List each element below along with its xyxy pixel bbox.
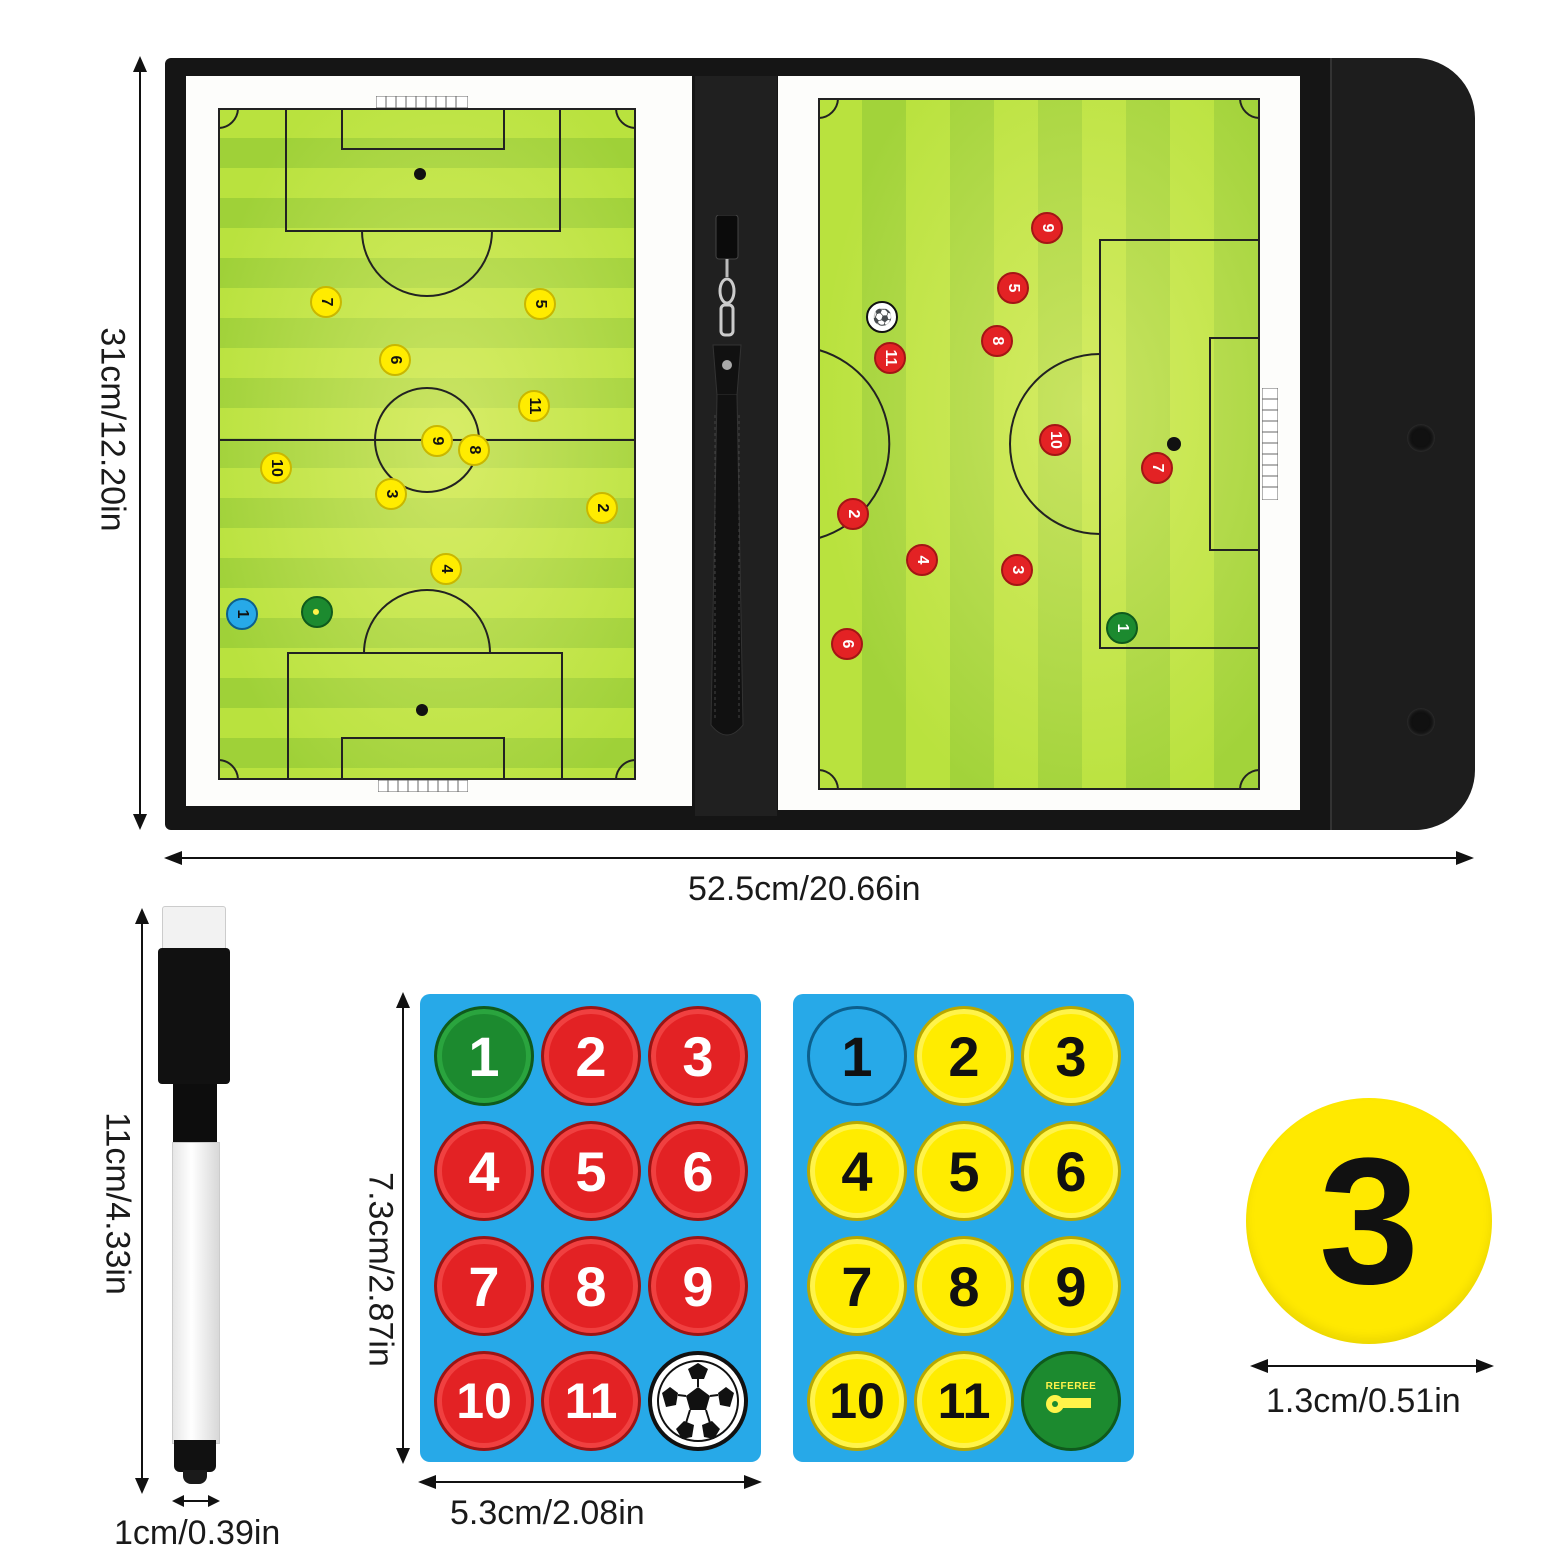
magnet-red-team-3[interactable]: 3 bbox=[648, 1006, 748, 1106]
magnet-yellow-team-1[interactable]: 1 bbox=[807, 1006, 907, 1106]
magnet-red-team-9[interactable]: 9 bbox=[648, 1236, 748, 1336]
right-board-disc[interactable]: 8 bbox=[981, 325, 1013, 357]
magnet-red-team-1[interactable]: 1 bbox=[434, 1006, 534, 1106]
single-magnet-closeup: 3 bbox=[1246, 1098, 1492, 1344]
magnet-yellow-team-5[interactable]: 5 bbox=[914, 1121, 1014, 1221]
magnet-yellow-team-8[interactable]: 8 bbox=[914, 1236, 1014, 1336]
magnet-diameter-line bbox=[1256, 1365, 1488, 1367]
pen-cap bbox=[158, 948, 230, 1084]
magnet-yellow-team-2[interactable]: 2 bbox=[914, 1006, 1014, 1106]
arrow-right-icon bbox=[1456, 851, 1474, 865]
magnet-red-team-11[interactable]: 11 bbox=[541, 1351, 641, 1451]
arrow-left-icon bbox=[418, 1475, 436, 1489]
magnet-red-team-5[interactable]: 5 bbox=[541, 1121, 641, 1221]
red-team-magnet-sheet: 1 2 3 4 5 6 7 8 9 10 11 bbox=[420, 994, 761, 1462]
right-board-disc[interactable]: 6 bbox=[831, 628, 863, 660]
magnet-yellow-team-7[interactable]: 7 bbox=[807, 1236, 907, 1336]
magnet-yellow-team-11[interactable]: 11 bbox=[914, 1351, 1014, 1451]
left-board-disc[interactable]: 6 bbox=[379, 344, 411, 376]
pen-width-line bbox=[176, 1500, 216, 1502]
arrow-up-icon bbox=[135, 908, 149, 924]
pen-length-line bbox=[141, 914, 143, 1490]
board-width-line bbox=[170, 857, 1468, 859]
pen-width-label: 1cm/0.39in bbox=[114, 1514, 281, 1552]
folder-closing-flap bbox=[1330, 58, 1475, 830]
pen-nib bbox=[183, 1470, 207, 1484]
right-board-disc[interactable]: 2 bbox=[837, 498, 869, 530]
magnet-red-team-8[interactable]: 8 bbox=[541, 1236, 641, 1336]
arrow-left-icon bbox=[172, 1495, 184, 1507]
left-board-disc[interactable]: 7 bbox=[310, 286, 342, 318]
arrow-down-icon bbox=[133, 814, 147, 830]
right-board-disc[interactable]: 9 bbox=[1031, 212, 1063, 244]
board-height-label: 31cm/12.20in bbox=[93, 327, 132, 532]
arrow-up-icon bbox=[133, 56, 147, 72]
arrow-right-icon bbox=[744, 1475, 762, 1489]
soccer-ball-icon: ⚽ bbox=[873, 307, 890, 327]
right-board-disc[interactable]: 7 bbox=[1141, 452, 1173, 484]
referee-label: REFEREE bbox=[1045, 1380, 1097, 1392]
pen-body bbox=[172, 1142, 220, 1444]
sheet-width-label: 5.3cm/2.08in bbox=[450, 1494, 645, 1532]
pen-neck bbox=[173, 1084, 217, 1144]
wrist-strap bbox=[710, 215, 744, 736]
magnet-yellow-team-10[interactable]: 10 bbox=[807, 1351, 907, 1451]
magnet-red-team-10[interactable]: 10 bbox=[434, 1351, 534, 1451]
left-bottom-goal-net bbox=[378, 780, 468, 792]
sheet-height-label: 7.3cm/2.87in bbox=[361, 1172, 400, 1367]
pen-eraser-felt bbox=[162, 906, 226, 952]
pen-length-label: 11cm/4.33in bbox=[98, 1112, 137, 1295]
magnet-red-team-7[interactable]: 7 bbox=[434, 1236, 534, 1336]
magnet-red-team-2[interactable]: 2 bbox=[541, 1006, 641, 1106]
pen-tip bbox=[174, 1440, 216, 1472]
arrow-right-icon bbox=[208, 1495, 220, 1507]
left-board-disc-goalkeeper[interactable]: 1 bbox=[226, 598, 258, 630]
magnet-yellow-team-3[interactable]: 3 bbox=[1021, 1006, 1121, 1106]
flap-magnet-snap-top bbox=[1407, 424, 1435, 452]
right-board-ball[interactable]: ⚽ bbox=[866, 301, 898, 333]
magnet-referee[interactable]: REFEREE bbox=[1021, 1351, 1121, 1451]
arrow-down-icon bbox=[396, 1448, 410, 1464]
right-goal-net bbox=[1262, 388, 1278, 500]
right-board-disc[interactable]: 10 bbox=[1039, 424, 1071, 456]
left-board-disc[interactable]: 5 bbox=[524, 288, 556, 320]
left-board-disc[interactable]: 2 bbox=[586, 492, 618, 524]
magnet-ball[interactable] bbox=[648, 1351, 748, 1451]
left-board-disc[interactable]: 8 bbox=[458, 434, 490, 466]
left-board-disc[interactable]: 3 bbox=[375, 478, 407, 510]
left-board-disc-referee[interactable]: ● bbox=[301, 596, 333, 628]
arrow-down-icon bbox=[135, 1478, 149, 1494]
right-board-disc[interactable]: 3 bbox=[1001, 554, 1033, 586]
sheet-height-line bbox=[402, 998, 404, 1458]
soccer-ball-icon bbox=[657, 1360, 739, 1442]
arrow-left-icon bbox=[164, 851, 182, 865]
board-width-label: 52.5cm/20.66in bbox=[688, 870, 921, 908]
magnet-red-team-6[interactable]: 6 bbox=[648, 1121, 748, 1221]
sheet-width-line bbox=[424, 1481, 756, 1483]
right-board-disc[interactable]: 4 bbox=[906, 544, 938, 576]
arrow-right-icon bbox=[1476, 1359, 1494, 1373]
board-height-line bbox=[139, 62, 141, 826]
referee-figure-icon: ● bbox=[309, 607, 325, 617]
magnet-yellow-team-9[interactable]: 9 bbox=[1021, 1236, 1121, 1336]
left-board-disc[interactable]: 9 bbox=[421, 425, 453, 457]
whistle-icon bbox=[1046, 1394, 1091, 1413]
right-board-disc[interactable]: 5 bbox=[997, 272, 1029, 304]
left-board-disc[interactable]: 4 bbox=[430, 553, 462, 585]
left-board-disc[interactable]: 10 bbox=[260, 452, 292, 484]
magnet-yellow-team-6[interactable]: 6 bbox=[1021, 1121, 1121, 1221]
right-board-disc[interactable]: 11 bbox=[874, 342, 906, 374]
yellow-team-magnet-sheet: 1 2 3 4 5 6 7 8 9 10 11 REFEREE bbox=[793, 994, 1134, 1462]
left-board-disc[interactable]: 11 bbox=[518, 390, 550, 422]
magnet-red-team-4[interactable]: 4 bbox=[434, 1121, 534, 1221]
arrow-left-icon bbox=[1250, 1359, 1268, 1373]
arrow-up-icon bbox=[396, 992, 410, 1008]
magnet-yellow-team-4[interactable]: 4 bbox=[807, 1121, 907, 1221]
flap-magnet-snap-bottom bbox=[1407, 708, 1435, 736]
left-top-goal-net bbox=[376, 96, 468, 108]
magnet-diameter-label: 1.3cm/0.51in bbox=[1266, 1382, 1461, 1420]
right-board-disc-goalkeeper[interactable]: 1 bbox=[1106, 612, 1138, 644]
